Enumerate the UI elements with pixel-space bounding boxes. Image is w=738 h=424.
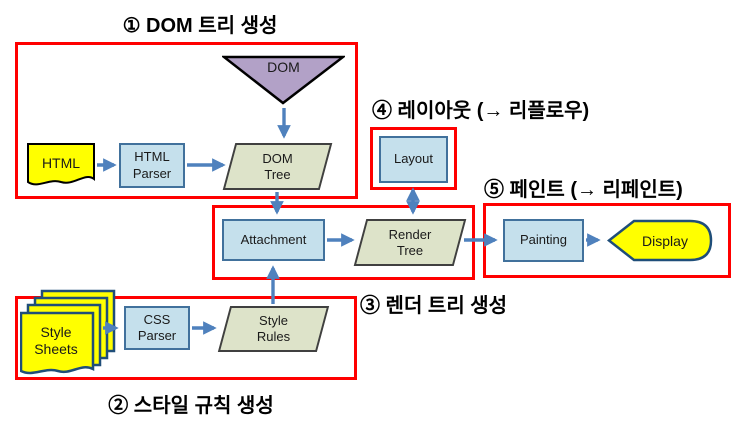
layout-node: Layout [379, 136, 448, 183]
dom-tree-node: DOM Tree [222, 143, 333, 190]
title-style-rules-creation: ② 스타일 규칙 생성 [108, 395, 274, 417]
dom-triangle-label: DOM [267, 59, 300, 75]
triangle-shape-icon [222, 55, 345, 105]
style-rules-label: Style Rules [256, 312, 291, 344]
display-label: Display [642, 233, 688, 249]
css-parser-label: CSS Parser [137, 311, 177, 343]
stacked-documents-icon [20, 289, 116, 375]
frame-render-tree-creation [212, 205, 475, 280]
html-document-node: HTML [27, 143, 95, 189]
css-parser-node: CSS Parser [124, 306, 190, 350]
html-parser-node: HTML Parser [119, 143, 185, 188]
display-shape-icon [607, 219, 713, 262]
style-sheets-label: Style Sheets [34, 323, 78, 358]
attachment-label: Attachment [240, 231, 307, 247]
title-render-tree-creation: ③ 렌더 트리 생성 [360, 295, 508, 317]
dom-tree-label: DOM Tree [262, 150, 293, 182]
document-shape-icon [27, 143, 95, 186]
style-rules-node: Style Rules [217, 306, 330, 352]
frame-style-rules-creation [15, 296, 357, 380]
render-tree-node: Render Tree [353, 219, 467, 266]
attachment-node: Attachment [222, 219, 325, 261]
title-dom-tree-creation: ① DOM 트리 생성 [122, 15, 278, 37]
painting-node: Painting [503, 219, 584, 262]
title-paint-repaint: ⑤ 페인트 (→ 리페인트) [484, 179, 683, 201]
render-tree-label: Render Tree [388, 226, 432, 258]
style-sheets-node: Style Sheets [20, 289, 118, 379]
html-parser-label: HTML Parser [132, 149, 172, 181]
dom-triangle-node: DOM [222, 55, 345, 105]
layout-label: Layout [393, 151, 434, 167]
frame-dom-tree-creation [15, 42, 358, 199]
html-document-label: HTML [41, 155, 81, 171]
title-layout-reflow: ④ 레이아웃 (→ 리플로우) [372, 100, 590, 122]
display-node: Display [607, 219, 713, 262]
painting-label: Painting [520, 232, 567, 248]
